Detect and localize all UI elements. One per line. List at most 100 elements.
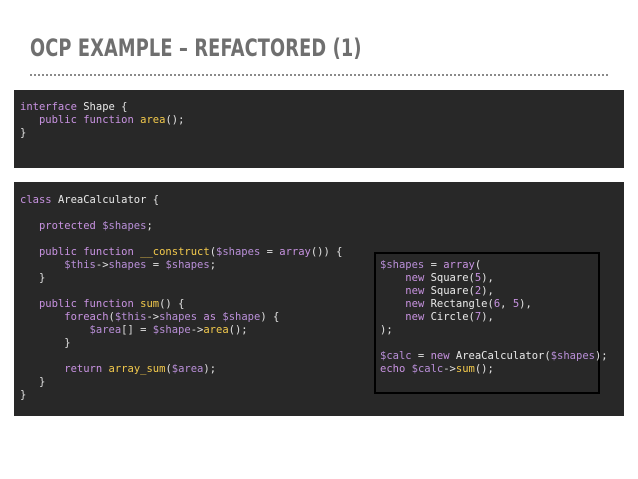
code-line: class AreaCalculator {: [20, 194, 159, 206]
code-line: }: [20, 389, 26, 401]
code-token: $shapes: [102, 220, 147, 232]
code-line: public function __construct($shapes = ar…: [20, 246, 343, 258]
code-token: 5: [474, 272, 482, 284]
code-token: Square: [430, 285, 469, 297]
interface-code-block: interface Shape { public function area()…: [14, 90, 624, 168]
code-token: (: [209, 246, 217, 258]
code-token: [20, 114, 39, 126]
code-token: public: [38, 114, 77, 126]
code-token: [20, 259, 64, 271]
slide-title: OCP EXAMPLE – REFACTORED (1): [30, 34, 362, 62]
area-calculator-code-block: class AreaCalculator { protected $shapes…: [14, 182, 624, 416]
code-token: $shapes: [216, 246, 261, 258]
code-token: $shape: [222, 311, 261, 323]
code-token: ),: [481, 311, 494, 323]
usage-example-code: $shapes = array( new Square(5), new Squa…: [380, 259, 608, 376]
code-token: array: [443, 259, 475, 271]
code-token: return: [64, 363, 103, 375]
code-token: ();: [474, 363, 494, 375]
code-token: =: [411, 350, 431, 362]
code-token: Circle: [430, 311, 469, 323]
area-calculator-code: class AreaCalculator { protected $shapes…: [20, 194, 342, 402]
code-line: }: [20, 337, 71, 349]
code-line: }: [20, 376, 45, 388]
code-token: Square: [430, 272, 469, 284]
code-token: AreaCalculator: [57, 194, 147, 206]
code-token: $this: [64, 259, 96, 271]
code-token: [380, 311, 405, 323]
code-token: [] =: [121, 324, 153, 336]
code-token: }: [20, 337, 71, 349]
code-token: ->: [146, 311, 160, 323]
code-token: (: [487, 298, 494, 310]
code-line: public function area();: [20, 114, 184, 126]
code-token: sum: [455, 363, 475, 375]
code-token: shapes: [159, 311, 198, 323]
code-token: [380, 272, 405, 284]
code-token: }: [20, 127, 27, 139]
code-token: function: [83, 114, 134, 126]
code-token: 6: [493, 298, 501, 310]
code-token: Rectangle: [430, 298, 488, 310]
interface-code: interface Shape { public function area()…: [20, 101, 184, 140]
code-token: $calc: [411, 363, 444, 375]
code-token: Shape: [83, 101, 115, 113]
code-token: array_sum: [108, 363, 166, 375]
code-line: echo $calc->sum();: [380, 363, 494, 375]
code-line: $area[] = $shape->area();: [20, 324, 248, 336]
code-token: }: [20, 272, 46, 284]
code-token: 7: [474, 311, 482, 323]
code-line: new Rectangle(6, 5),: [380, 298, 532, 310]
code-token: ();: [228, 324, 248, 336]
code-line: $calc = new AreaCalculator($shapes);: [380, 350, 608, 362]
code-token: (: [108, 311, 115, 323]
code-token: 2: [474, 285, 482, 297]
code-token: ;: [146, 220, 153, 232]
code-line: new Square(2),: [380, 285, 494, 297]
code-token: shapes: [108, 259, 147, 271]
title-divider: [30, 74, 608, 76]
code-token: (: [544, 350, 551, 362]
code-token: ),: [481, 272, 494, 284]
code-token: sum: [140, 298, 160, 310]
code-token: =: [260, 246, 280, 258]
code-token: new: [405, 298, 425, 310]
code-token: function: [83, 298, 134, 310]
code-token: [20, 220, 39, 232]
code-token: (: [468, 272, 475, 284]
code-token: ();: [165, 114, 185, 126]
code-line: }: [20, 272, 45, 284]
code-token: [20, 246, 39, 258]
code-token: }: [20, 376, 46, 388]
code-token: function: [83, 246, 134, 258]
code-token: public: [38, 298, 77, 310]
code-token: =: [424, 259, 444, 271]
code-token: {: [114, 101, 128, 113]
code-token: protected: [38, 220, 96, 232]
code-token: ,: [500, 298, 513, 310]
code-token: $shapes: [380, 259, 425, 271]
code-token: echo: [380, 363, 406, 375]
code-token: {: [146, 194, 160, 206]
code-token: new: [405, 311, 425, 323]
code-token: area: [203, 324, 229, 336]
code-token: $calc: [380, 350, 412, 362]
code-token: new: [405, 285, 425, 297]
code-line: interface Shape {: [20, 101, 128, 113]
code-token: =: [146, 259, 166, 271]
code-token: public: [38, 246, 77, 258]
code-token: $shapes: [550, 350, 595, 362]
code-token: (: [468, 285, 475, 297]
code-token: );: [594, 350, 608, 362]
code-line: public function sum() {: [20, 298, 184, 310]
code-token: ()) {: [310, 246, 343, 258]
code-token: ->: [443, 363, 456, 375]
code-token: [380, 285, 405, 297]
code-line: return array_sum($area);: [20, 363, 216, 375]
code-token: foreach: [64, 311, 109, 323]
code-line: );: [380, 324, 393, 336]
usage-example-box: $shapes = array( new Square(5), new Squa…: [374, 252, 608, 394]
code-token: $area: [89, 324, 122, 336]
code-line: new Circle(7),: [380, 311, 494, 323]
code-token: [20, 324, 90, 336]
